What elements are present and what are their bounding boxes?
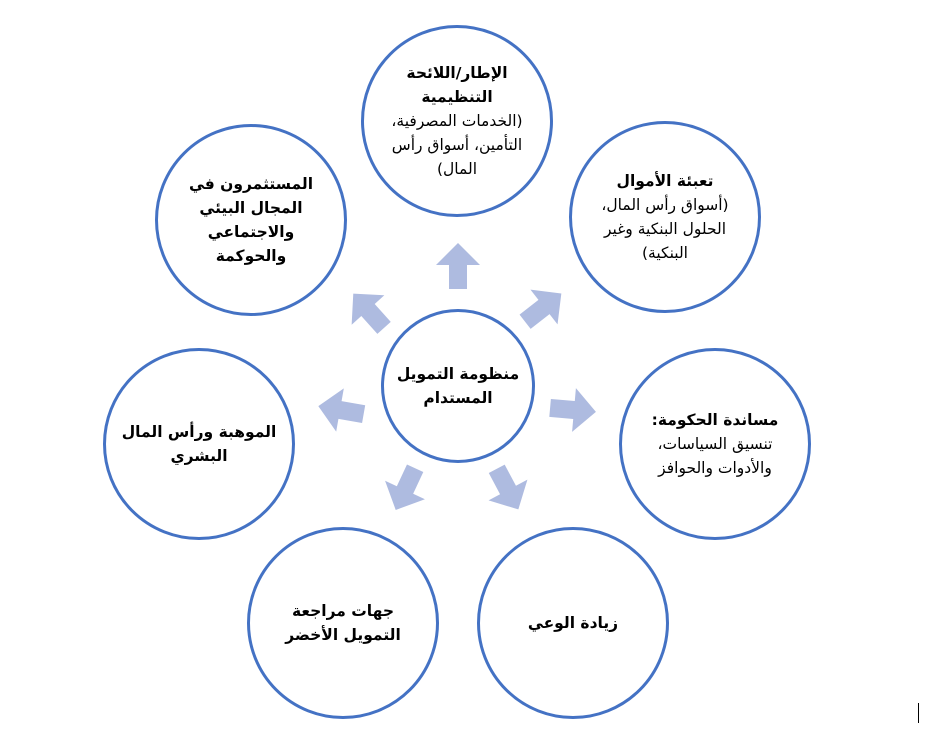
node-reviewers-text: جهات مراجعة التمويل الأخضر	[264, 599, 422, 647]
node-awareness: زيادة الوعي	[477, 527, 669, 719]
node-regulatory-text: الإطار/اللائحة التنظيمية (الخدمات المصرف…	[369, 61, 545, 181]
node-regulatory-title: الإطار/اللائحة التنظيمية	[406, 64, 508, 106]
node-reviewers-title: جهات مراجعة التمويل الأخضر	[285, 602, 401, 644]
node-awareness-title: زيادة الوعي	[527, 614, 619, 632]
node-mobilization-detail: (أسواق رأس المال، الحلول البنكية وغير ال…	[601, 196, 729, 262]
node-regulatory-detail: (الخدمات المصرفية، التأمين، أسواق رأس ال…	[391, 112, 523, 178]
node-government-detail: تنسيق السياسات، والأدوات والحوافز	[657, 435, 773, 477]
arrow-up-left	[351, 293, 391, 334]
node-government-title: مساندة الحكومة:	[651, 411, 779, 429]
arrow-up	[436, 243, 480, 289]
node-talent-title: الموهبة ورأس المال البشري	[121, 423, 277, 465]
arrow-up-right	[519, 289, 562, 329]
arrow-down-left	[385, 464, 425, 510]
node-talent-text: الموهبة ورأس المال البشري	[106, 420, 292, 468]
node-reviewers: جهات مراجعة التمويل الأخضر	[247, 527, 439, 719]
node-regulatory: الإطار/اللائحة التنظيمية (الخدمات المصرف…	[361, 25, 553, 217]
arrow-right	[549, 388, 596, 432]
node-mobilization-text: تعبئة الأموال (أسواق رأس المال، الحلول ا…	[577, 169, 753, 265]
node-mobilization-title: تعبئة الأموال	[616, 172, 714, 190]
center-label: منظومة التمويل المستدام	[384, 362, 532, 410]
node-government-text: مساندة الحكومة: تنسيق السياسات، والأدوات…	[627, 408, 803, 480]
node-mobilization: تعبئة الأموال (أسواق رأس المال، الحلول ا…	[569, 121, 761, 313]
node-esg-investors-title: المستثمرون في المجال البيئي والاجتماعي و…	[188, 175, 314, 265]
text-cursor	[918, 703, 919, 723]
center-title: منظومة التمويل المستدام	[396, 365, 520, 407]
node-esg-investors: المستثمرون في المجال البيئي والاجتماعي و…	[155, 124, 347, 316]
node-awareness-text: زيادة الوعي	[524, 611, 622, 635]
arrow-down-right	[488, 464, 528, 510]
node-government: مساندة الحكومة: تنسيق السياسات، والأدوات…	[619, 348, 811, 540]
arrow-left	[318, 388, 366, 432]
center-circle: منظومة التمويل المستدام	[381, 309, 535, 463]
node-talent: الموهبة ورأس المال البشري	[103, 348, 295, 540]
node-esg-investors-text: المستثمرون في المجال البيئي والاجتماعي و…	[172, 172, 330, 268]
